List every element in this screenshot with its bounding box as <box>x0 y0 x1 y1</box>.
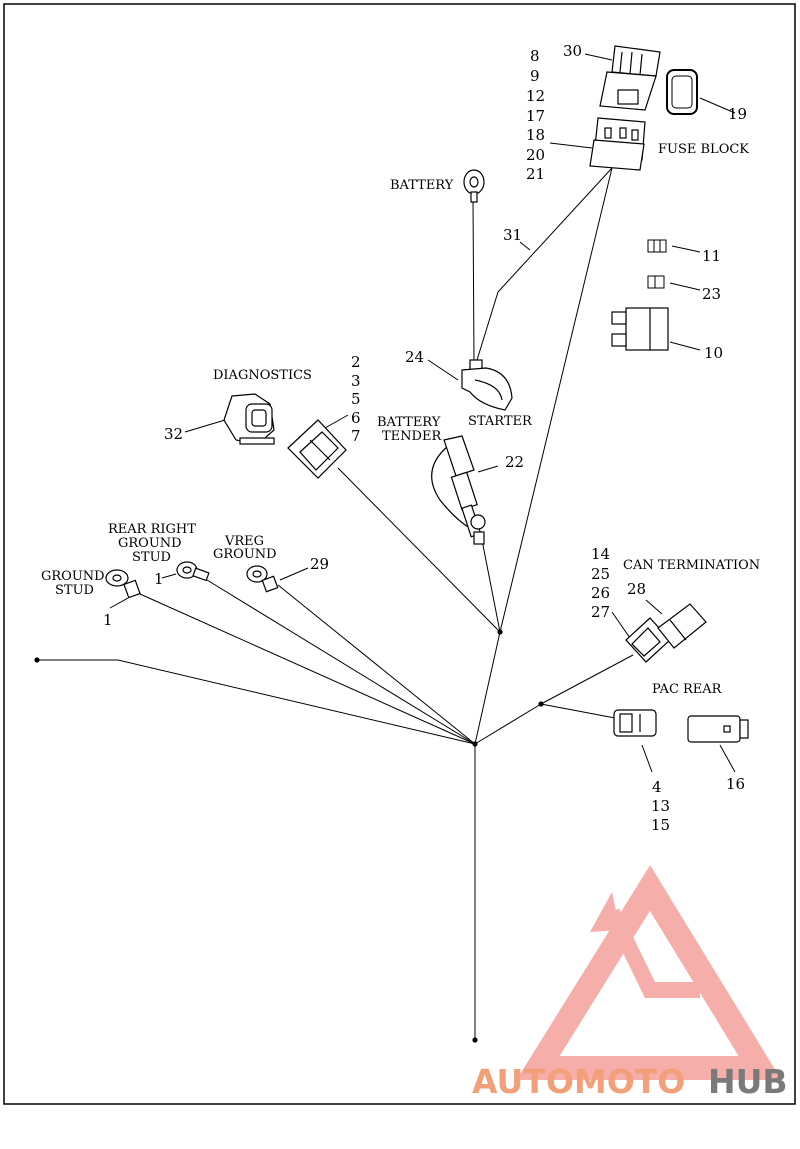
label-rear-right-line2: GROUND <box>118 536 182 551</box>
callout-21: 21 <box>526 165 545 183</box>
pac-rear-connector-icon <box>613 709 657 737</box>
callout-23: 23 <box>702 285 721 303</box>
label-fuse-block: FUSE BLOCK <box>658 142 749 157</box>
seal-icon <box>666 69 698 115</box>
diagnostics-connector-icon <box>223 393 275 445</box>
label-vreg-line2: GROUND <box>213 547 277 562</box>
callout-29: 29 <box>310 555 329 573</box>
watermark-logo-icon <box>516 865 782 1080</box>
callout-19: 19 <box>728 105 747 123</box>
starter-connector-icon <box>461 359 513 411</box>
rear-right-ground-ring-icon <box>176 561 210 582</box>
watermark-part2: HUB <box>708 1062 788 1101</box>
connector-2-7-icon <box>287 419 347 479</box>
fuse-block-cover-icon <box>599 45 661 111</box>
callout-12: 12 <box>526 87 545 105</box>
callout-11: 11 <box>702 247 721 265</box>
callout-31: 31 <box>503 226 522 244</box>
callout-22: 22 <box>505 453 524 471</box>
fuse-block-icon <box>589 117 646 171</box>
label-battery: BATTERY <box>390 178 454 193</box>
label-battery-tender-line2: TENDER <box>382 429 442 444</box>
callout-9: 9 <box>530 67 540 85</box>
diagram-border <box>3 3 796 1105</box>
callout-32: 32 <box>164 425 183 443</box>
label-rear-right-line1: REAR RIGHT <box>108 522 196 537</box>
label-vreg-line1: VREG <box>224 534 264 549</box>
label-can-termination: CAN TERMINATION <box>623 558 760 573</box>
callout-25: 25 <box>591 565 610 583</box>
mini-fuse-icon <box>647 239 667 253</box>
callout-13: 13 <box>651 797 670 815</box>
callout-numbers: 30 8 9 12 17 18 20 21 19 31 11 23 10 24 … <box>103 42 747 834</box>
callout-16: 16 <box>726 775 745 793</box>
harness-wires <box>37 167 634 1040</box>
callout-6: 6 <box>351 409 361 427</box>
callout-20: 20 <box>526 146 545 164</box>
leader-lines <box>109 53 736 773</box>
callout-3: 3 <box>351 372 361 390</box>
callout-7: 7 <box>351 427 361 445</box>
label-rear-right-line3: STUD <box>132 550 171 565</box>
callout-28: 28 <box>627 580 646 598</box>
component-labels: FUSE BLOCK BATTERY DIAGNOSTICS BATTERY T… <box>41 142 760 697</box>
battery-tender-lead-icon <box>431 435 486 545</box>
watermark-part1: AUTOMOTO <box>472 1062 685 1101</box>
callout-1-ground-stud: 1 <box>103 611 113 629</box>
callout-24: 24 <box>405 348 424 366</box>
callout-15: 15 <box>651 816 670 834</box>
can-termination-resistor-icon <box>657 603 707 649</box>
ground-stud-ring-terminal-icon <box>105 569 141 599</box>
battery-ring-terminal-icon <box>463 169 485 203</box>
label-ground-stud-line1: GROUND <box>41 569 105 584</box>
watermark-text: AUTOMOTO HUB <box>472 1062 788 1101</box>
vreg-ground-ring-icon <box>246 565 279 593</box>
callout-8: 8 <box>530 47 540 65</box>
callout-2: 2 <box>351 353 361 371</box>
label-starter: STARTER <box>468 414 533 429</box>
callout-5: 5 <box>351 390 361 408</box>
label-ground-stud-line2: STUD <box>55 583 94 598</box>
callout-27: 27 <box>591 603 610 621</box>
maxi-fuse-icon <box>611 307 669 351</box>
callout-10: 10 <box>704 344 723 362</box>
callout-1-rear-right: 1 <box>154 570 164 588</box>
small-fuse-icon <box>647 275 665 289</box>
label-pac-rear: PAC REAR <box>652 682 723 697</box>
pac-rear-mating-connector-icon <box>687 715 749 743</box>
callout-17: 17 <box>526 107 545 125</box>
callout-30: 30 <box>563 42 582 60</box>
callout-14: 14 <box>591 545 610 563</box>
callout-4: 4 <box>652 778 662 796</box>
callout-18: 18 <box>526 126 545 144</box>
label-diagnostics: DIAGNOSTICS <box>213 368 312 383</box>
label-battery-tender-line1: BATTERY <box>377 415 441 430</box>
junction-dots <box>34 629 544 1043</box>
callout-26: 26 <box>591 584 610 602</box>
